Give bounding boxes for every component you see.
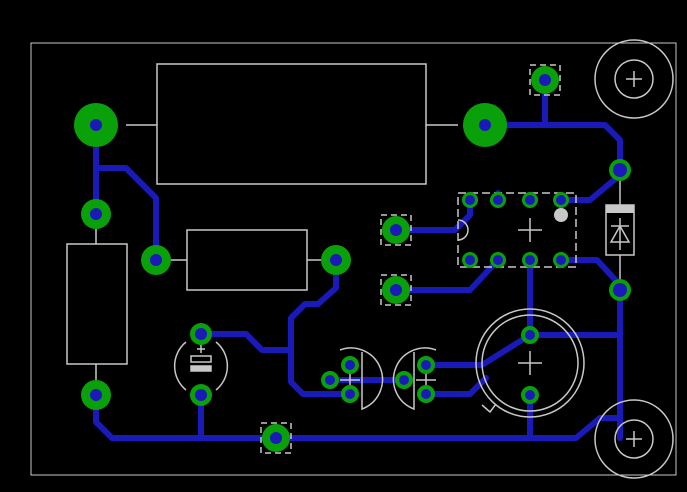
board-outline [30,42,677,476]
capacitor-c1-outline[interactable] [215,341,229,391]
drill [525,390,535,400]
drill [399,375,409,385]
drill [325,375,335,385]
pad-outline [380,214,412,246]
drill [195,328,207,340]
trace[interactable] [93,392,623,441]
silkscreen [66,39,674,479]
trace[interactable] [393,257,501,293]
drill [613,283,627,297]
pad-outline [260,422,292,454]
drill [90,389,102,401]
drill [90,208,102,220]
drill [195,389,207,401]
mounting-hole-h1-outer[interactable] [594,39,674,119]
drill [330,254,342,266]
capacitor-c1-plate [190,365,212,372]
drill [493,195,503,205]
drill [556,195,566,205]
trace[interactable] [198,331,294,353]
resistor-r1-body[interactable] [156,63,427,185]
drill [345,360,355,370]
drill [390,224,402,236]
capacitor-c2-outline[interactable] [475,308,585,418]
drill [556,255,566,265]
connector-j3[interactable] [380,274,412,306]
mounting-hole-h2-outer[interactable] [594,399,674,479]
capacitor-c2-inner [481,314,579,412]
trace[interactable] [93,165,159,263]
drill [465,195,475,205]
pads [74,64,631,454]
drill [421,360,431,370]
connector-j4[interactable] [260,422,292,454]
drill [90,119,102,131]
trace[interactable] [558,172,623,203]
drill [613,163,627,177]
ic1-notch [457,219,469,241]
ic1-pin1-marker [554,208,568,222]
drill [345,389,355,399]
mounting-hole-h2-inner [614,419,654,459]
drill [525,255,535,265]
capacitor-c2-tab [481,403,497,414]
pad-outline [380,274,412,306]
connector-j1[interactable] [529,64,561,96]
drill [421,389,431,399]
drill [539,74,551,86]
capacitor-c1-plate [190,355,212,363]
drill [479,119,491,131]
diode-d1-symbol [606,205,634,250]
trace[interactable] [424,375,489,397]
drill [525,195,535,205]
diode-d1-band [606,205,634,213]
mounting-hole-h1-inner [614,59,654,99]
mounting-hole-crosses [626,71,642,447]
drill [150,254,162,266]
drill [390,284,402,296]
drill [465,255,475,265]
pad-outline [529,64,561,96]
connector-j2[interactable] [380,214,412,246]
capacitor-c1-outline[interactable] [173,341,187,391]
resistor-r3-body[interactable] [66,243,128,365]
transistor-q2-outline[interactable] [392,347,437,411]
transistor-q1-outline[interactable] [339,347,384,411]
drill [525,330,535,340]
trace[interactable] [288,257,353,397]
trace[interactable] [558,257,623,288]
drill [493,255,503,265]
drill [270,432,282,444]
